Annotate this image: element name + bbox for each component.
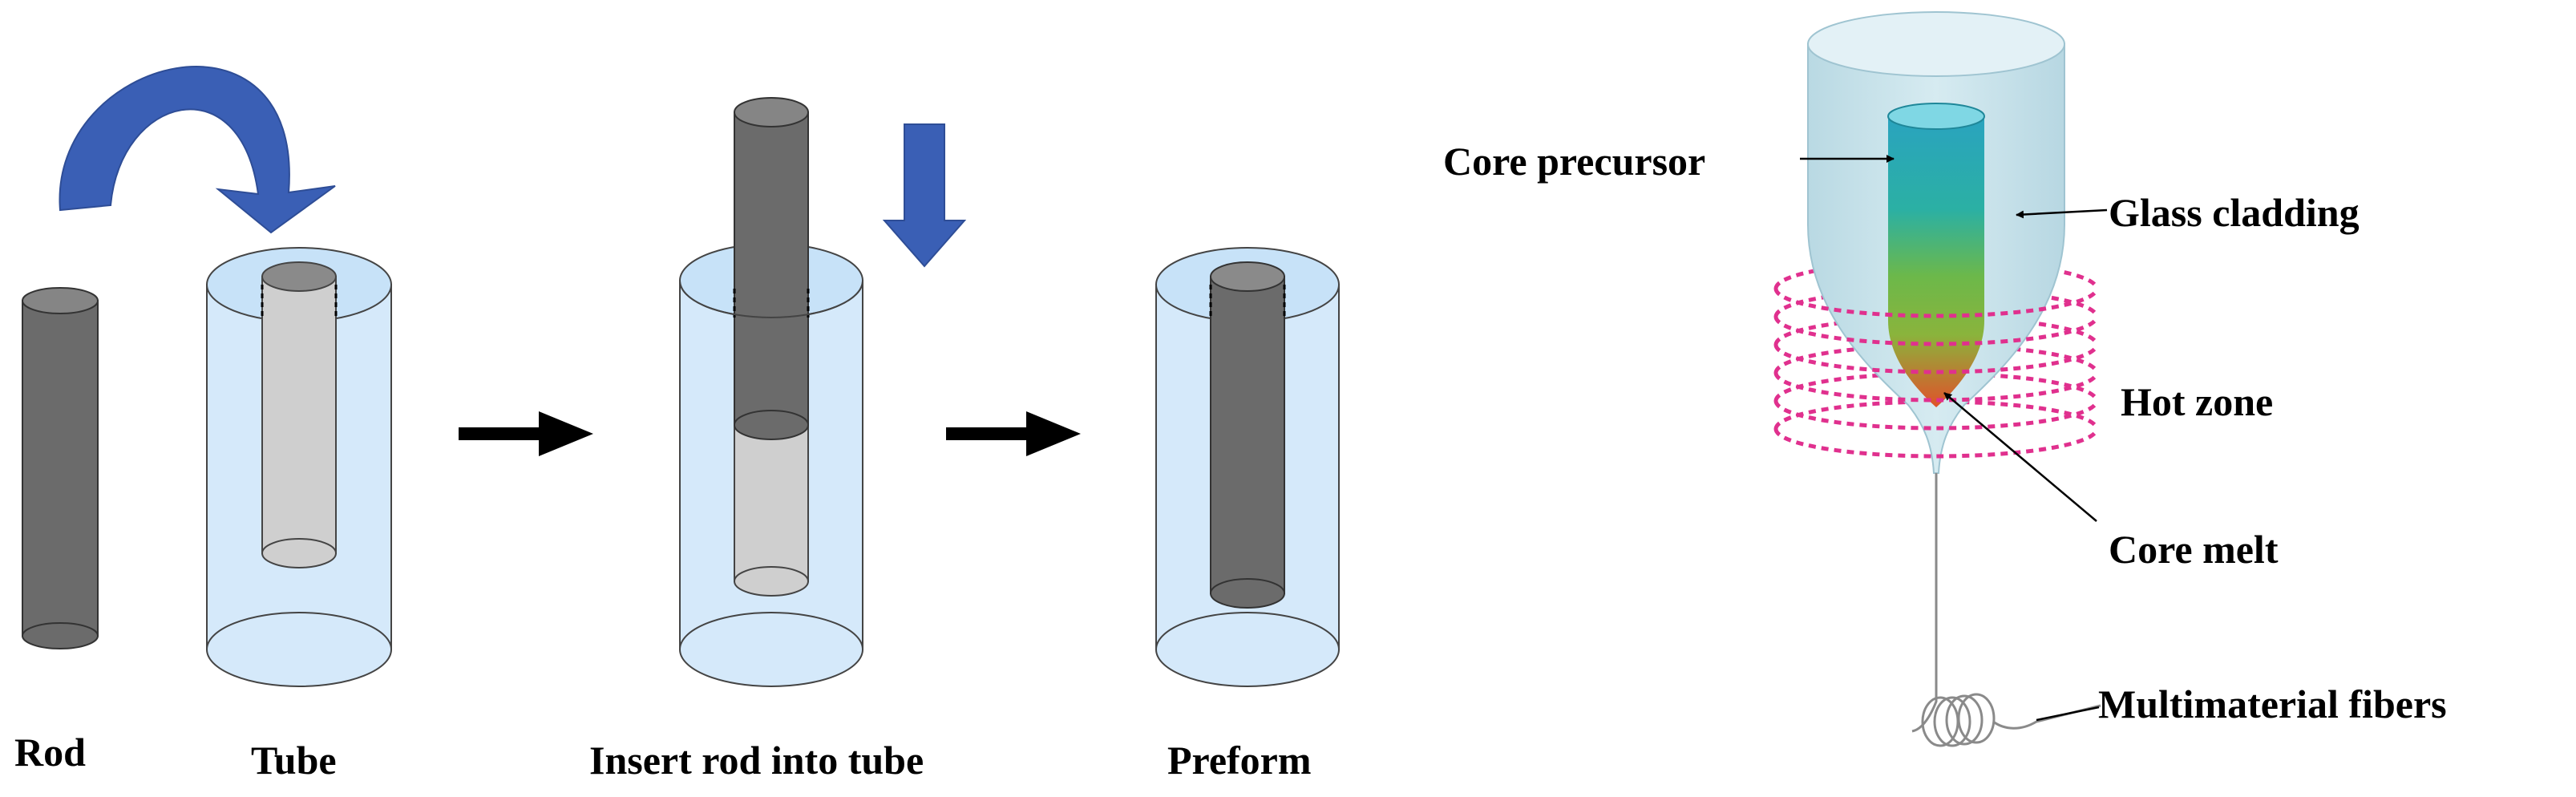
- hot-zone-rings-back: [1773, 259, 2099, 430]
- right-arrow-icon: [946, 411, 1081, 456]
- label-preform: Preform: [1167, 738, 1312, 783]
- leader-lines: [1800, 155, 2108, 722]
- label-hot-zone: Hot zone: [2121, 379, 2273, 424]
- standalone-rod: [22, 287, 99, 649]
- tube-insert-step: [679, 97, 863, 687]
- label-multimaterial-fibers: Multimaterial fibers: [2098, 682, 2447, 726]
- label-rod: Rod: [14, 730, 86, 775]
- right-arrow-icon: [459, 411, 593, 456]
- tube-with-light-rod: [206, 247, 392, 687]
- label-tube: Tube: [251, 738, 337, 783]
- label-glass-cladding: Glass cladding: [2109, 190, 2360, 235]
- preform: [1155, 247, 1340, 687]
- down-arrow-icon: [882, 123, 967, 268]
- label-core-melt: Core melt: [2109, 527, 2279, 572]
- curved-arrow-icon: [59, 66, 336, 234]
- drawn-fiber: [1911, 473, 2101, 747]
- label-core-precursor: Core precursor: [1443, 139, 1705, 184]
- hot-zone-rings-front: [1773, 288, 2099, 459]
- core-precursor: [1887, 103, 1985, 407]
- label-insert: Insert rod into tube: [589, 738, 924, 783]
